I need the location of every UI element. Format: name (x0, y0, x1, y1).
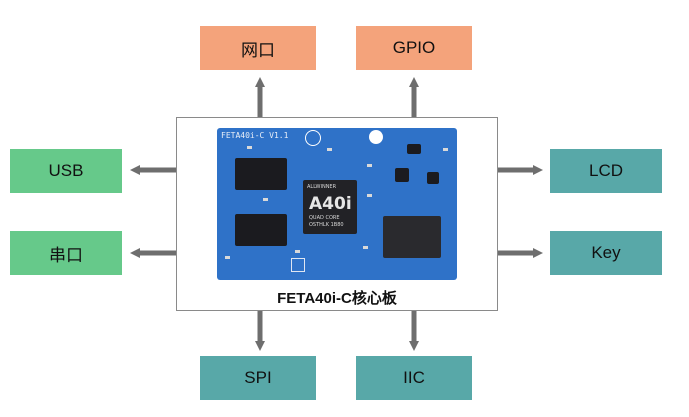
core-board-caption: FETA40i-C核心板 (277, 290, 397, 307)
module-gpio: GPIO (356, 26, 472, 70)
module-uart: 串口 (10, 231, 122, 275)
module-usb: USB (10, 149, 122, 193)
core-board-image: FETA40i-C V1.1 ALLWINNER A40i QUAD CORE … (217, 128, 457, 280)
soc-code: OSTHLK 1B80 (309, 222, 344, 228)
module-spi: SPI (200, 356, 316, 400)
core-board-panel: FETA40i-C V1.1 ALLWINNER A40i QUAD CORE … (176, 117, 498, 311)
passive-pad (263, 198, 268, 201)
board-arrow-icon (369, 130, 383, 144)
passive-pad (367, 194, 372, 197)
memory-chip-2 (235, 214, 287, 246)
small-ic-2 (427, 172, 439, 184)
soc-sub: QUAD CORE (309, 215, 340, 221)
board-logo-icon (305, 130, 321, 146)
passive-pad (225, 256, 230, 259)
soc-brand: ALLWINNER (307, 184, 337, 190)
passive-pad (363, 246, 368, 249)
small-ic-3 (407, 144, 421, 154)
soc-model: A40i (309, 194, 352, 214)
module-iic: IIC (356, 356, 472, 400)
passive-pad (295, 250, 300, 253)
module-key: Key (550, 231, 662, 275)
module-lcd: LCD (550, 149, 662, 193)
passive-pad (247, 146, 252, 149)
module-ethernet: 网口 (200, 26, 316, 70)
passive-pad (327, 148, 332, 151)
memory-chip-1 (235, 158, 287, 190)
small-ic-1 (395, 168, 409, 182)
board-silkscreen: FETA40i-C V1.1 (221, 131, 289, 140)
passive-pad (367, 164, 372, 167)
soc-chip: ALLWINNER A40i QUAD CORE OSTHLK 1B80 (303, 180, 357, 234)
emmc-chip (383, 216, 441, 258)
passive-pad (443, 148, 448, 151)
compliance-mark-icon (291, 258, 305, 272)
